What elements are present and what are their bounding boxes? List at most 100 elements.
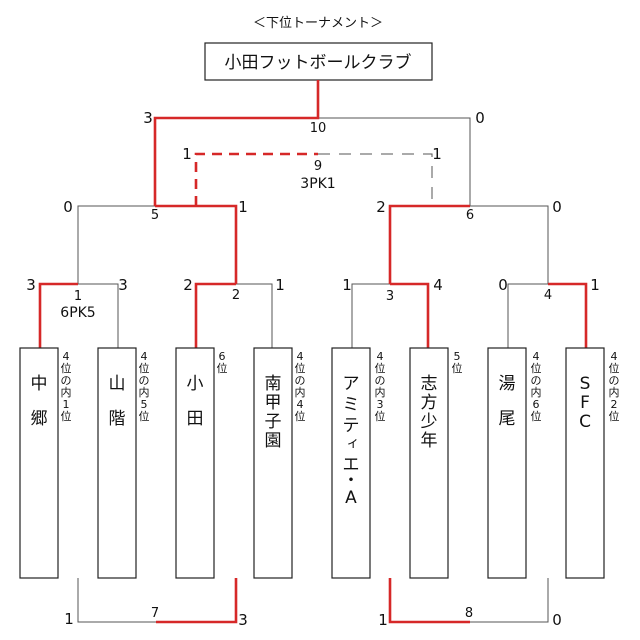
side-note-8-char: 位 [609,409,620,423]
m5-left-score: 0 [63,198,73,216]
match-labels: 3 3 1 6PK5 2 1 2 1 4 3 0 1 4 0 1 5 2 0 6… [26,109,600,629]
side-note-5-char: 4 [377,350,384,363]
side-note-7-char: 内 [531,385,542,399]
team-name-4-char: 園 [265,431,282,451]
side-note-5-char: 内 [375,385,386,399]
side-note-2-char: 位 [139,409,150,423]
team-name-1-char: 郷 [31,409,48,429]
win-m10 [153,80,320,206]
side-note-1-char: 1 [63,398,70,411]
side-note-8-char: の [609,374,620,387]
line-m4-left [507,283,548,348]
team-name-5-char: エ [343,455,360,475]
side-note-7-char: 位 [531,409,542,423]
side-note-5-char: 位 [375,361,386,375]
team-name-5-char: ア [343,374,360,394]
m2-left-score: 2 [183,276,193,294]
team-side-notes: 4 位 の 内 1 位 4 位 の 内 5 位 6 位 4 位 の 内 4 位 … [61,350,620,423]
win-m7 [156,578,238,624]
side-note-2-char: 内 [139,385,150,399]
m10-right-score: 0 [475,109,485,127]
team-name-5-char: A [345,488,357,508]
m4-right-score: 1 [590,276,600,294]
side-note-8-char: 4 [611,350,618,363]
team-name-3-char: 田 [187,409,204,429]
m9-right-score: 1 [432,145,442,163]
m2-right-score: 1 [275,276,285,294]
side-note-2-char: の [139,374,150,387]
side-note-6-char: 5 [454,350,461,363]
m10-left-score: 3 [143,109,153,127]
line-m1-right [78,283,119,348]
team-box-7 [487,347,527,579]
side-note-8-char: 位 [609,361,620,375]
m10-number: 10 [310,121,327,136]
team-box-8 [565,347,605,579]
m7-right-score: 3 [238,611,248,629]
team-name-6-char: 年 [421,431,438,451]
line-m9-right [318,153,433,206]
line-m2-right [236,283,273,348]
team-name-5-char: ・ [343,471,360,491]
m2-number: 2 [232,288,240,303]
m6-left-score: 2 [376,198,386,216]
m4-number: 4 [544,288,552,303]
win-m2 [194,282,236,348]
team-name-2-char: 階 [109,409,126,429]
side-note-4-char: の [295,374,306,387]
side-note-1-char: の [61,374,72,387]
side-note-1-char: 4 [63,350,70,363]
team-names: 中 郷 山 階 小 田 南 甲 子 園 ア ミ テ ィ エ ・ A 志 方 少 … [31,374,591,508]
m3-left-score: 1 [342,276,352,294]
m7-number: 7 [151,606,159,621]
side-note-4-char: 位 [295,361,306,375]
win-m4 [548,282,588,348]
m5-number: 5 [151,208,159,223]
side-note-2-char: 位 [139,361,150,375]
team-name-6-char: 方 [421,393,438,413]
champion-box [204,42,433,81]
side-note-7-char: 4 [533,350,540,363]
m6-right-score: 0 [552,198,562,216]
win-m5 [155,204,238,284]
page-heading: ＜下位トーナメント＞ [253,16,383,31]
team-name-1-char: 中 [31,374,48,394]
team-name-2-char: 山 [109,374,126,394]
team-box-5 [331,347,371,579]
m1-number: 1 [74,289,82,304]
team-name-4-char: 子 [265,412,282,432]
winner-lines [38,80,588,624]
side-note-3-char: 6 [219,350,226,363]
line-m7-left [77,578,156,623]
win-m3 [390,282,430,348]
side-note-2-char: 4 [141,350,148,363]
team-name-8-char: S [580,374,591,394]
side-note-8-char: 2 [611,398,618,411]
line-m3-left [351,283,390,348]
side-note-6-char: 位 [452,361,463,375]
m8-left-score: 1 [378,611,388,629]
team-boxes [19,347,605,579]
team-box-1 [19,347,59,579]
side-note-4-char: 位 [295,409,306,423]
win-m1 [38,282,78,348]
side-note-5-char: の [375,374,386,387]
team-name-5-char: ミ [343,395,360,415]
team-name-5-char: テ [343,416,360,436]
team-name-8-char: F [580,393,590,413]
m8-number: 8 [465,606,473,621]
m3-right-score: 4 [433,276,443,294]
team-name-6-char: 志 [421,374,438,394]
side-note-1-char: 位 [61,409,72,423]
win-m8 [388,578,470,624]
team-box-4 [253,347,293,579]
bracket-lines [77,117,549,623]
side-note-5-char: 3 [377,398,384,411]
side-note-7-char: 6 [533,398,540,411]
m1-right-score: 3 [118,276,128,294]
team-box-2 [97,347,137,579]
side-note-1-char: 位 [61,361,72,375]
m9-note: 3PK1 [300,176,335,192]
team-name-7-char: 湯 [499,374,516,394]
